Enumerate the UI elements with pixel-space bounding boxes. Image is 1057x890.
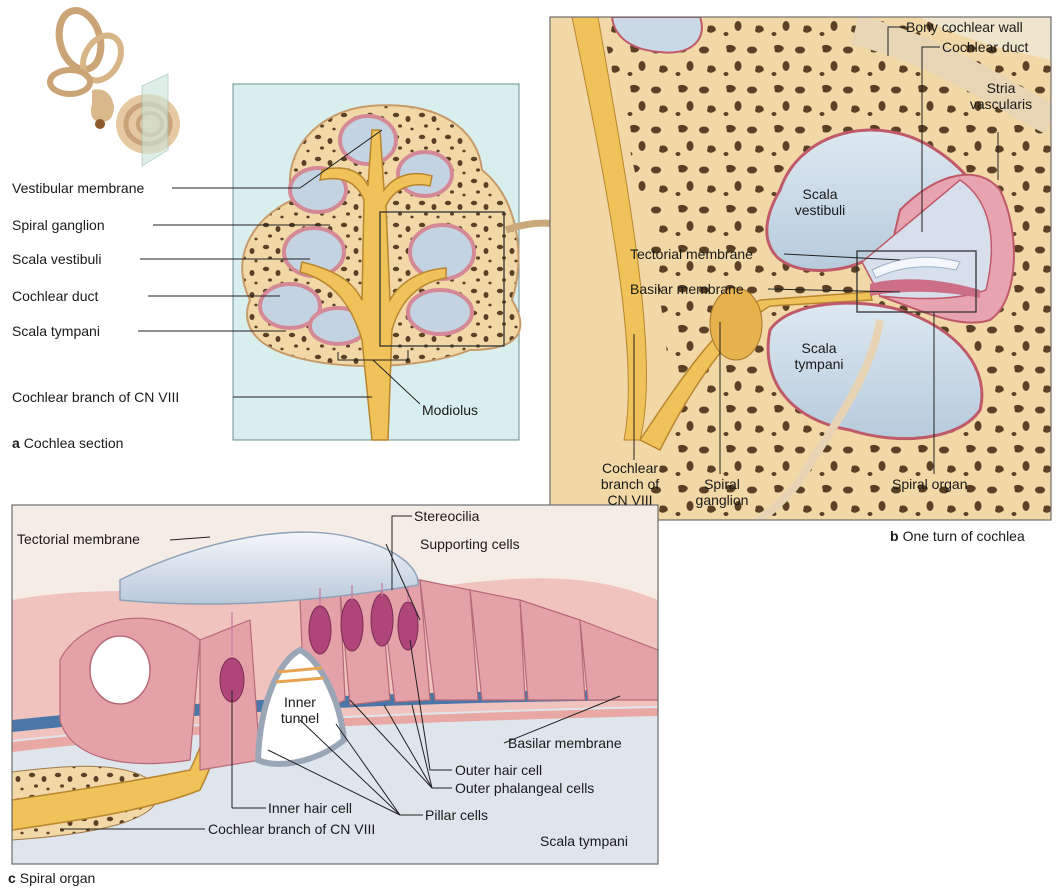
label-pillar-cells: Pillar cells bbox=[425, 807, 488, 823]
label-cochlear-branch-a: Cochlear branch of CN VIII bbox=[12, 389, 179, 405]
label-it-2: tunnel bbox=[281, 710, 319, 726]
label-scala-vestibuli: Scala vestibuli bbox=[12, 251, 102, 267]
caption-c-text: Spiral organ bbox=[20, 870, 96, 886]
caption-b-letter: b bbox=[890, 528, 899, 544]
label-stereocilia: Stereocilia bbox=[414, 508, 479, 524]
caption-a-letter: a bbox=[12, 435, 20, 451]
label-sg-2: ganglion bbox=[696, 492, 749, 508]
label-st-1: Scala bbox=[801, 340, 836, 356]
caption-a-text: Cochlea section bbox=[24, 435, 124, 451]
label-outer-hair-cell: Outer hair cell bbox=[455, 762, 542, 778]
label-cochlear-duct: Cochlear duct bbox=[12, 288, 98, 304]
label-cochlear-branch-c: Cochlear branch of CN VIII bbox=[208, 821, 375, 837]
caption-c-letter: c bbox=[8, 870, 16, 886]
inner-ear-icon bbox=[50, 6, 180, 166]
label-outer-phalangeal-cells: Outer phalangeal cells bbox=[455, 780, 594, 796]
label-cb-3: CN VIII bbox=[607, 492, 652, 508]
label-spiral-ganglion: Spiral ganglion bbox=[12, 217, 105, 233]
label-sv-1: Scala bbox=[802, 186, 837, 202]
label-modiolus: Modiolus bbox=[422, 402, 478, 418]
label-tectorial-membrane-c: Tectorial membrane bbox=[17, 531, 140, 547]
label-cb-2: branch of bbox=[601, 476, 659, 492]
label-stria-1: Stria bbox=[987, 80, 1016, 96]
panel-a-illustration bbox=[233, 84, 596, 440]
label-sv-2: vestibuli bbox=[795, 202, 846, 218]
label-cochlear-duct-b: Cochlear duct bbox=[942, 39, 1028, 55]
label-basilar-membrane-b: Basilar membrane bbox=[630, 281, 744, 297]
label-stria-2: vascularis bbox=[970, 96, 1032, 112]
label-sg-1: Spiral bbox=[704, 476, 740, 492]
label-bony-cochlear-wall: Bony cochlear wall bbox=[906, 19, 1023, 35]
label-tectorial-membrane-b: Tectorial membrane bbox=[630, 246, 753, 262]
label-inner-hair-cell: Inner hair cell bbox=[268, 800, 352, 816]
label-vestibular-membrane: Vestibular membrane bbox=[12, 180, 144, 196]
label-spiral-organ-b: Spiral organ bbox=[892, 476, 968, 492]
label-cb-1: Cochlear bbox=[602, 460, 658, 476]
caption-b-text: One turn of cochlea bbox=[903, 528, 1025, 544]
label-scala-tympani-c: Scala tympani bbox=[540, 833, 628, 849]
label-basilar-membrane-c: Basilar membrane bbox=[508, 735, 622, 751]
label-scala-tympani: Scala tympani bbox=[12, 323, 100, 339]
label-it-1: Inner bbox=[284, 694, 316, 710]
label-supporting-cells: Supporting cells bbox=[420, 536, 520, 552]
label-st-2: tympani bbox=[794, 356, 843, 372]
